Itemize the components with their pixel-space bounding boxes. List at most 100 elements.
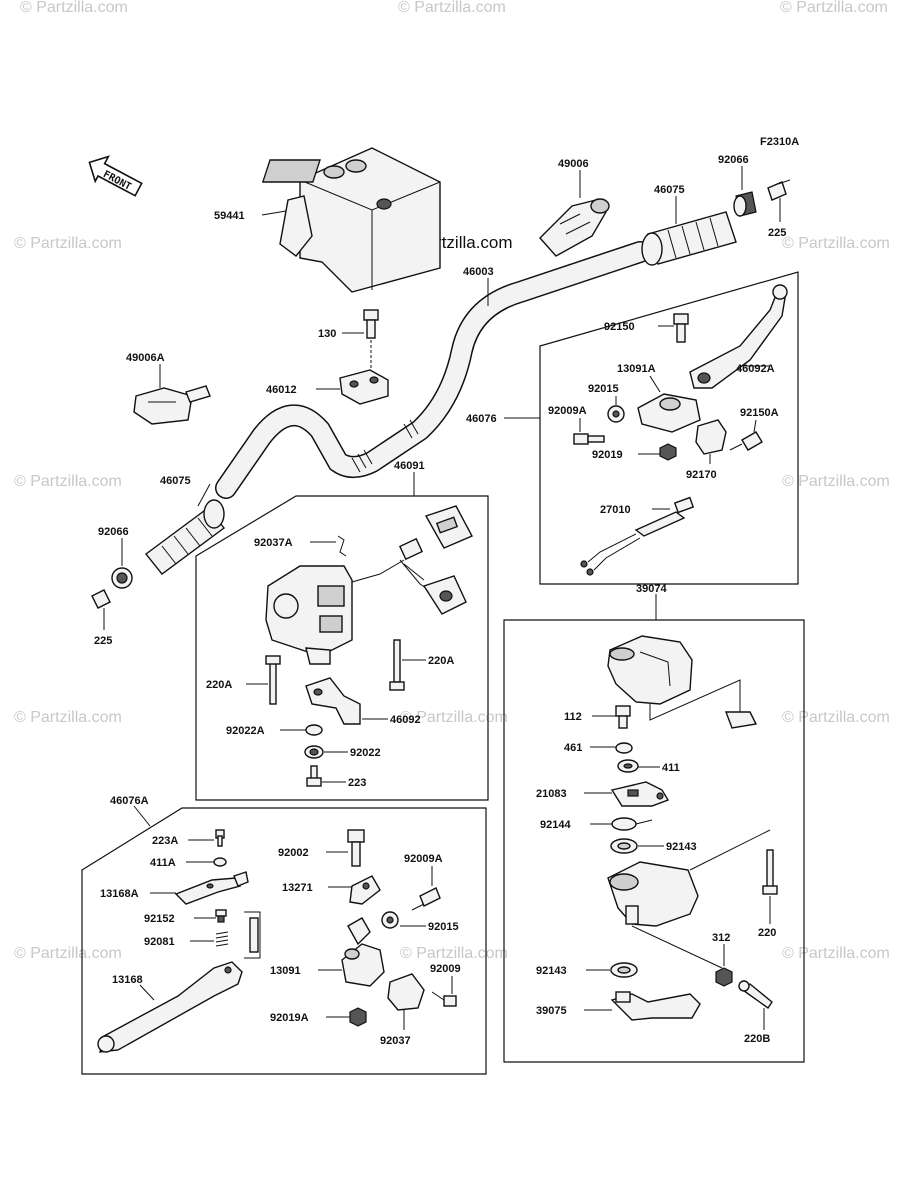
part-label: 46092A xyxy=(736,363,775,375)
watermark: © Partzilla.com xyxy=(782,235,890,252)
part-label: 46075 xyxy=(160,475,191,487)
screw-220 xyxy=(762,849,778,895)
part-label: 92009A xyxy=(548,405,587,417)
part-label: 92066 xyxy=(98,526,129,538)
brake-lever-46092A xyxy=(689,284,788,389)
part-label: 46091 xyxy=(394,460,425,472)
grip-46075-left xyxy=(144,499,226,575)
part-label: 312 xyxy=(712,932,730,944)
part-label: 92150A xyxy=(740,407,779,419)
part-label: 92019A xyxy=(270,1012,309,1024)
assembly-box-46076 xyxy=(539,271,799,585)
part-label: 46076A xyxy=(110,795,149,807)
bolt-92002 xyxy=(347,829,365,867)
clamp-92170 xyxy=(695,419,727,455)
part-label: 46092 xyxy=(390,714,421,726)
part-label: 92037 xyxy=(380,1035,411,1047)
seal-92143-a xyxy=(610,838,638,854)
part-label: 220 xyxy=(758,927,776,939)
watermark: © Partzilla.com xyxy=(782,945,890,962)
part-label: 13091 xyxy=(270,965,301,977)
housing-cover-39074 xyxy=(607,635,693,705)
watermark: © Partzilla.com xyxy=(14,235,122,252)
part-label: 92170 xyxy=(686,469,717,481)
part-label: 46012 xyxy=(266,384,297,396)
part-label: 411A xyxy=(150,857,176,869)
screw-220A-left xyxy=(265,655,281,705)
clutch-lever-13168 xyxy=(97,961,243,1053)
washer-92022A xyxy=(305,724,323,736)
part-label: 92022 xyxy=(350,747,381,759)
switch-27010 xyxy=(580,496,695,576)
watermark: © Partzilla.com xyxy=(780,0,888,16)
part-label: 49006 xyxy=(558,158,589,170)
screw-112 xyxy=(615,705,631,729)
clip-icon xyxy=(337,535,347,557)
part-label: 21083 xyxy=(536,788,567,800)
grip-end-92066-left xyxy=(111,567,133,589)
screw-225-left xyxy=(91,589,111,609)
nut-92019-right xyxy=(659,443,677,461)
seal-92143-b xyxy=(610,962,638,978)
part-label: 46003 xyxy=(463,266,494,278)
part-label: 92152 xyxy=(144,913,175,925)
part-label: 92019 xyxy=(592,449,623,461)
screw-223 xyxy=(306,765,322,787)
watermark: © Partzilla.com xyxy=(400,945,508,962)
throttle-part-49006A xyxy=(133,385,211,425)
diagram-code: F2310A xyxy=(760,136,799,148)
part-label: 92143 xyxy=(536,965,567,977)
part-label: 39074 xyxy=(636,583,667,595)
part-label: 223A xyxy=(152,835,178,847)
bolt-92009 xyxy=(431,991,457,1007)
part-label: 92009A xyxy=(404,853,443,865)
part-label: 411 xyxy=(662,762,680,774)
washer-92015-right xyxy=(607,405,625,423)
spring-92144 xyxy=(611,817,653,831)
spring-92081 xyxy=(215,917,259,953)
part-label: 225 xyxy=(94,635,112,647)
plate-21083 xyxy=(610,781,670,807)
part-label: 13168A xyxy=(100,888,139,900)
part-label: 92037A xyxy=(254,537,293,549)
part-label: 46075 xyxy=(654,184,685,196)
part-label: 59441 xyxy=(214,210,245,222)
bolt-92009A-bottom xyxy=(411,887,441,911)
part-label: 27010 xyxy=(600,504,631,516)
switch-housing-46091 xyxy=(265,565,353,665)
part-label: 92144 xyxy=(540,819,571,831)
throttle-case-39074 xyxy=(607,861,699,927)
front-arrow-icon: FRONT xyxy=(88,155,143,197)
part-label: 92143 xyxy=(666,841,697,853)
throttle-part-49006 xyxy=(539,198,610,257)
screw-220A-right xyxy=(389,639,405,691)
clutch-holder-13091 xyxy=(341,917,385,987)
grip-end-92066-top xyxy=(733,191,757,217)
handlebar-cover-59441 xyxy=(261,147,441,293)
part-label: 92022A xyxy=(226,725,265,737)
part-label: 39075 xyxy=(536,1005,567,1017)
part-label: 92002 xyxy=(278,847,309,859)
part-label: 220A xyxy=(428,655,454,667)
bolt-130 xyxy=(363,309,379,339)
part-label: 13091A xyxy=(617,363,656,375)
connector-46091 xyxy=(351,505,473,615)
watermark-layer: © Partzilla.com © Partzilla.com © Partzi… xyxy=(14,0,890,962)
pin-92152 xyxy=(215,909,227,923)
part-label: 92015 xyxy=(588,383,619,395)
part-label: 92015 xyxy=(428,921,459,933)
nut-461 xyxy=(615,742,633,754)
watermark: © Partzilla.com xyxy=(400,709,508,726)
part-label: 220A xyxy=(206,679,232,691)
clamp-92037 xyxy=(387,973,425,1011)
assembly-box-39074 xyxy=(503,619,805,1063)
part-label: 92081 xyxy=(144,936,175,948)
part-label: 223 xyxy=(348,777,366,789)
watermark: © Partzilla.com xyxy=(20,0,128,16)
part-label: 225 xyxy=(768,227,786,239)
throttle-lever-39075 xyxy=(610,991,701,1021)
part-label: 461 xyxy=(564,742,582,754)
part-label: 13271 xyxy=(282,882,313,894)
assembly-box-46076A xyxy=(81,807,487,1075)
master-cylinder-13091A xyxy=(637,393,701,433)
